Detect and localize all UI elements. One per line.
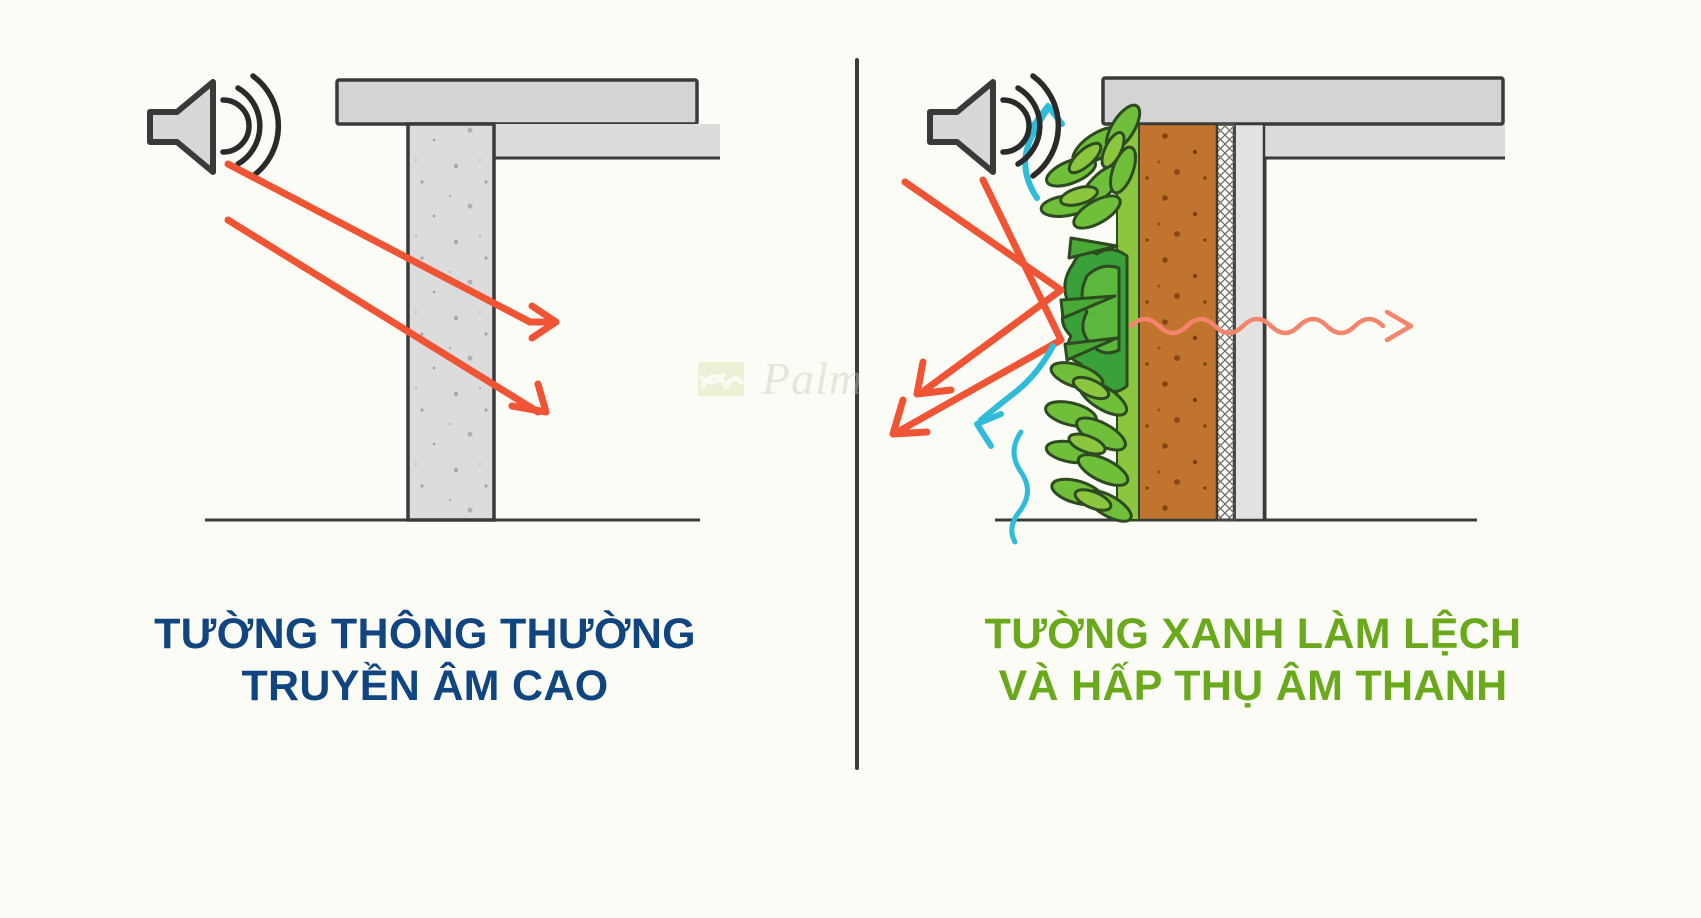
caption-left-line-1: TƯỜNG THÔNG THƯỜNG [154, 610, 696, 658]
concrete-wall [406, 122, 496, 522]
foliage-icon [1039, 103, 1142, 523]
airflow-arrow-down-head [974, 411, 1004, 449]
sound-ray-1 [224, 160, 534, 326]
sound-ray-2 [224, 216, 542, 416]
caption-right-line-1: TƯỜNG XANH LÀM LỆCH [984, 610, 1522, 658]
caption-conventional-wall: TƯỜNG THÔNG THƯỜNG TRUYỀN ÂM CAO [60, 608, 790, 713]
sound-ray-group [224, 160, 560, 416]
caption-right-line-2: VÀ HẤP THỤ ÂM THANH [998, 662, 1508, 711]
caption-green-wall: TƯỜNG XANH LÀM LỆCH VÀ HẤP THỤ ÂM THANH [865, 608, 1641, 713]
infographic-canvas: TƯỜNG THÔNG THƯỜNG TRUYỀN ÂM CAO Palm [60, 0, 1641, 855]
speaker-wave-arcs [1000, 73, 1062, 179]
sound-ray-arrow-2 [508, 380, 550, 416]
panel-divider [855, 58, 859, 770]
sound-ray-arrow-1 [528, 302, 560, 342]
conventional-wall-diagram [147, 73, 720, 522]
ceiling-slab [335, 78, 699, 126]
airflow-arrow-down [978, 343, 1056, 423]
trellis-mesh-layer [1216, 123, 1236, 521]
caption-left-line-2: TRUYỀN ÂM CAO [241, 662, 609, 711]
sound-ray-2 [897, 176, 1065, 434]
speaker-icon [147, 79, 216, 175]
speaker-icon [927, 79, 996, 175]
residual-sound-wave [1128, 309, 1414, 343]
airflow-wave-1 [1009, 429, 1030, 545]
sound-ray-arrow-2 [889, 396, 931, 438]
panel-conventional-wall: TƯỜNG THÔNG THƯỜNG TRUYỀN ÂM CAO [60, 0, 790, 855]
panel-green-wall: TƯỜNG XANH LÀM LỆCH VÀ HẤP THỤ ÂM THANH [865, 0, 1641, 855]
ceiling-slab [1101, 76, 1505, 126]
green-wall-diagram [889, 73, 1505, 545]
residual-sound-arrow [1384, 309, 1414, 343]
sound-ray-arrow-1 [913, 358, 955, 398]
back-wall-horizontal [455, 124, 720, 160]
sound-ray-1 [901, 178, 1065, 394]
speaker-wave-arcs [220, 73, 282, 179]
sound-ray-group [889, 176, 1065, 438]
